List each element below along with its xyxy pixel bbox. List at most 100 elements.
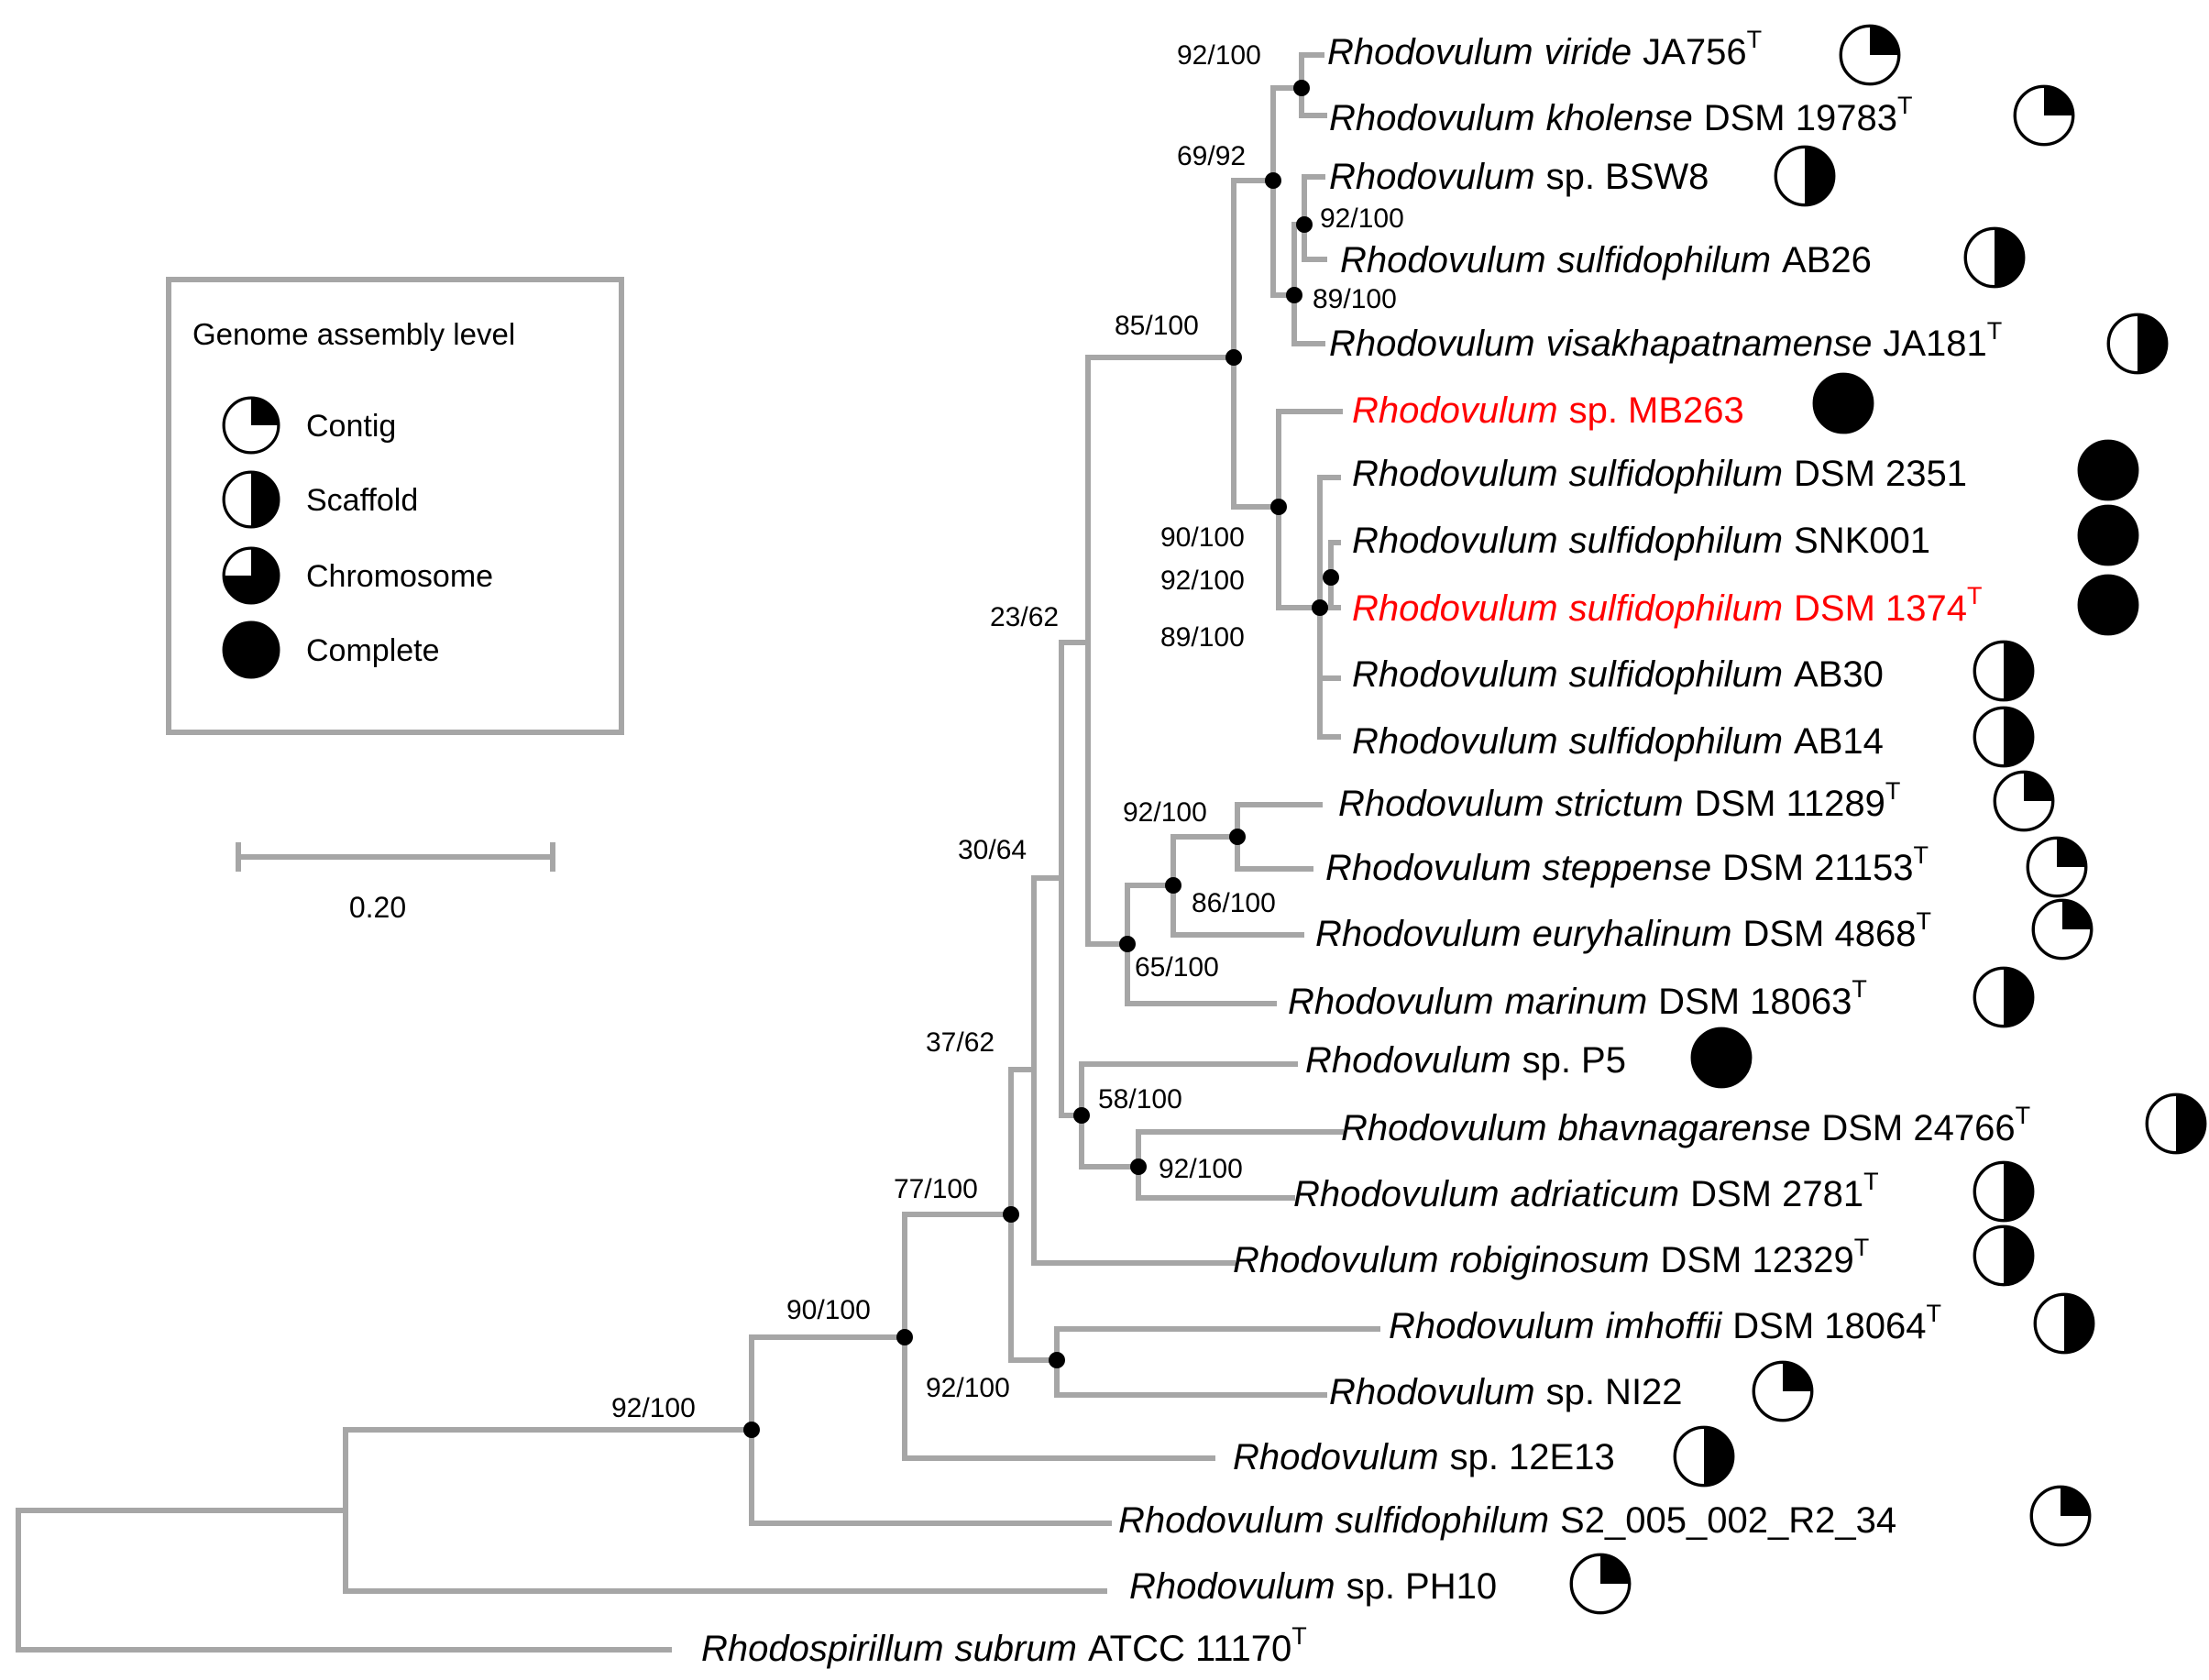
taxon-strain: JA756 xyxy=(1643,32,1746,72)
legend-label: Complete xyxy=(306,633,440,668)
taxon-genus: Rhodospirillum xyxy=(701,1629,944,1669)
type-strain-mark: T xyxy=(1854,1234,1870,1261)
type-strain-mark: T xyxy=(1916,907,1931,935)
taxon-strain: sp. NI22 xyxy=(1546,1372,1683,1412)
branch-kholense xyxy=(1299,85,1327,118)
contig-icon xyxy=(1569,1553,1632,1615)
support-value: 89/100 xyxy=(1160,622,1245,653)
support-values: 92/100 69/92 92/100 89/100 85/100 90/100… xyxy=(611,40,1404,1423)
scaffold-icon xyxy=(2106,313,2169,375)
branch-imhoffii-ni22 xyxy=(1008,1212,1060,1363)
taxon-genus: Rhodovulum xyxy=(1233,1240,1439,1280)
branch-mb263 xyxy=(1276,409,1343,510)
taxon-genus: Rhodovulum xyxy=(1352,721,1558,762)
taxon-genus: Rhodovulum xyxy=(1352,454,1558,494)
taxon-species: subrum xyxy=(955,1629,1077,1669)
type-strain-mark: T xyxy=(1913,841,1929,869)
branch-euryhalinum xyxy=(1170,883,1304,938)
scale-bar-label: 0.20 xyxy=(349,891,406,924)
taxon-label: Rhodovulum sp. P5 xyxy=(1305,1027,1753,1089)
node-dot xyxy=(1265,172,1281,189)
node-dot xyxy=(1312,599,1328,616)
scaffold-icon xyxy=(1963,226,2026,289)
taxon-species: steppense xyxy=(1543,848,1712,888)
taxon-genus: Rhodovulum xyxy=(1293,1174,1500,1214)
branch-to-89-sulf xyxy=(1276,504,1323,610)
taxon-strain: sp. P5 xyxy=(1522,1040,1626,1081)
scale-bar: 0.20 xyxy=(236,842,555,924)
support-value: 92/100 xyxy=(1177,40,1261,71)
taxon-species: imhoffii xyxy=(1606,1306,1723,1346)
contig-icon xyxy=(2013,84,2075,147)
branch-to-viride xyxy=(1270,85,1304,183)
complete-icon xyxy=(222,620,280,679)
node-dot xyxy=(1286,287,1302,303)
type-strain-mark: T xyxy=(1747,26,1763,53)
taxon-strain: DSM 21153 xyxy=(1722,848,1913,888)
scaffold-icon xyxy=(1973,640,2035,702)
branch-ab26 xyxy=(1302,222,1327,262)
taxon-species: sulfidophilum xyxy=(1569,721,1783,762)
node-markers xyxy=(743,80,1339,1438)
taxon-genus: Rhodovulum xyxy=(1305,1040,1511,1081)
branch-viride xyxy=(1299,52,1324,91)
support-value: 92/100 xyxy=(926,1373,1010,1403)
branch-to-89-vis xyxy=(1270,178,1297,298)
branch-to-86 xyxy=(1125,883,1176,947)
scaffold-icon xyxy=(222,470,280,529)
node-dot xyxy=(1073,1107,1090,1124)
node-dot xyxy=(1296,216,1313,233)
taxon-strain: AB26 xyxy=(1782,240,1872,280)
type-strain-mark: T xyxy=(1897,92,1913,119)
taxon-genus: Rhodovulum xyxy=(1129,1566,1335,1607)
support-value: 92/100 xyxy=(1123,797,1207,828)
complete-icon xyxy=(2077,504,2139,566)
taxon-genus: Rhodovulum xyxy=(1340,240,1546,280)
taxon-species: strictum xyxy=(1555,784,1684,824)
scaffold-icon xyxy=(1973,966,2035,1028)
branch-to-90-mb xyxy=(1231,355,1281,510)
taxon-genus: Rhodovulum xyxy=(1338,784,1544,824)
legend-label: Chromosome xyxy=(306,559,493,594)
taxon-genus: Rhodovulum xyxy=(1389,1306,1595,1346)
taxon-strain: sp. MB263 xyxy=(1569,390,1744,431)
taxon-species: robiginosum xyxy=(1450,1240,1650,1280)
taxon-strain: DSM 4868 xyxy=(1742,914,1916,954)
node-dot xyxy=(1323,569,1339,586)
branch-to-6500 xyxy=(1085,640,1130,947)
complete-icon xyxy=(1812,372,1874,434)
taxon-species: sulfidophilum xyxy=(1557,240,1771,280)
branch-to-90 xyxy=(749,1334,907,1433)
node-dot xyxy=(1003,1206,1019,1223)
legend: Genome assembly level Contig Scaffold Ch… xyxy=(166,277,624,735)
taxon-genus: Rhodovulum xyxy=(1325,848,1532,888)
taxon-strain: S2_005_002_R2_34 xyxy=(1560,1500,1896,1541)
node-dot xyxy=(1293,80,1310,96)
taxon-genus: Rhodovulum xyxy=(1341,1108,1547,1148)
taxon-strain: DSM 12329 xyxy=(1660,1240,1853,1280)
